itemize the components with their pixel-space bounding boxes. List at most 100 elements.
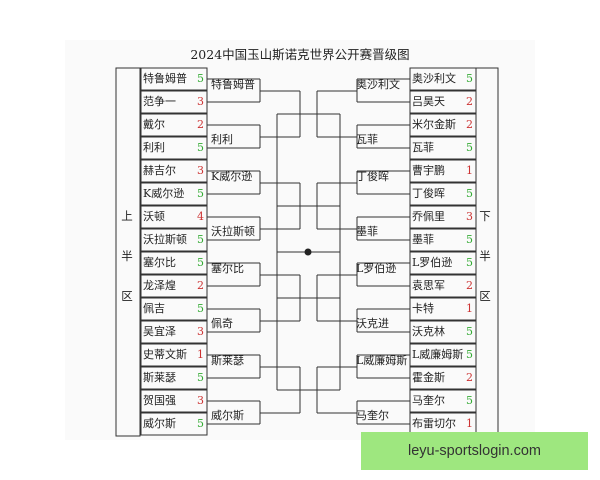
player-name: 丁俊晖 — [412, 187, 445, 200]
player-score: 1 — [466, 164, 473, 177]
player-box: 利利 5 — [141, 137, 207, 159]
player-name: 曹宇鹏 — [412, 164, 445, 177]
player-score: 5 — [197, 141, 204, 154]
upper-half-label: 上 半 区 — [120, 196, 134, 316]
player-name: 马奎尔 — [412, 394, 445, 407]
player-score: 5 — [466, 72, 473, 85]
player-name: 瓦菲 — [412, 141, 434, 154]
player-score: 5 — [197, 256, 204, 269]
upper-half-char-3: 区 — [121, 289, 133, 303]
player-score: 5 — [197, 187, 204, 200]
player-score: 3 — [197, 95, 204, 108]
round2-player: K威尔逊 — [211, 170, 253, 183]
player-score: 2 — [197, 118, 204, 131]
player-score: 2 — [466, 118, 473, 131]
round2-player: 塞尔比 — [211, 262, 244, 275]
player-score: 3 — [197, 394, 204, 407]
player-score: 5 — [197, 72, 204, 85]
player-name: 斯莱瑟 — [143, 371, 176, 384]
player-name: 威尔斯 — [143, 417, 176, 430]
player-score: 3 — [466, 210, 473, 223]
player-box: K威尔逊 5 — [141, 183, 207, 205]
player-score: 2 — [197, 279, 204, 292]
player-score: 5 — [197, 417, 204, 430]
player-name: 戴尔 — [143, 118, 165, 131]
player-box: 斯莱瑟 5 — [141, 367, 207, 389]
player-score: 5 — [466, 141, 473, 154]
lower-half-label: 下 半 区 — [478, 196, 492, 316]
upper-half-char-2: 半 — [121, 249, 133, 263]
player-name: 沃克林 — [412, 325, 445, 338]
round2-player: 瓦菲 — [356, 133, 378, 146]
player-box: 墨菲 5 — [410, 229, 476, 251]
player-score: 5 — [466, 394, 473, 407]
player-name: 塞尔比 — [143, 256, 176, 269]
upper-half-char-1: 上 — [121, 209, 133, 223]
player-score: 4 — [197, 210, 204, 223]
player-box: 龙泽煌 2 — [141, 275, 207, 297]
player-score: 2 — [466, 279, 473, 292]
player-name: 沃顿 — [143, 210, 165, 223]
round2-player: 沃克进 — [356, 317, 389, 330]
player-name: 吕昊天 — [412, 95, 445, 108]
player-score: 2 — [466, 95, 473, 108]
round2-player: 威尔斯 — [211, 409, 244, 422]
player-box: 奥沙利文 5 — [410, 68, 476, 90]
watermark-banner: leyu-sportslogin.com — [361, 432, 588, 470]
player-name: 卡特 — [412, 302, 434, 315]
round2-player: 墨菲 — [356, 225, 378, 238]
player-score: 2 — [466, 371, 473, 384]
round2-player: 斯莱瑟 — [211, 354, 244, 367]
player-box: 赫吉尔 3 — [141, 160, 207, 182]
player-name: 吴宜泽 — [143, 325, 176, 338]
round2-player: 奥沙利文 — [356, 78, 400, 91]
player-name: 墨菲 — [412, 233, 434, 246]
player-name: 乔佩里 — [412, 210, 445, 223]
player-box: 马奎尔 5 — [410, 390, 476, 412]
player-box: 霍金斯 2 — [410, 367, 476, 389]
player-box: 曹宇鹏 1 — [410, 160, 476, 182]
upper-half-frame — [115, 67, 141, 437]
round2-player: L威廉姆斯 — [356, 354, 408, 367]
lower-half-char-2: 半 — [479, 249, 491, 263]
player-box: 沃顿 4 — [141, 206, 207, 228]
player-box: 威尔斯 5 — [141, 413, 207, 435]
player-name: 特鲁姆普 — [143, 72, 187, 85]
player-name: 史蒂文斯 — [143, 348, 187, 361]
player-name: 赫吉尔 — [143, 164, 176, 177]
page-title: 2024中国玉山斯诺克世界公开赛晋级图 — [190, 47, 410, 62]
player-score: 1 — [466, 417, 473, 430]
player-name: 奥沙利文 — [412, 72, 456, 85]
player-name: 佩吉 — [143, 302, 165, 315]
player-score: 3 — [197, 164, 204, 177]
player-score: 5 — [466, 187, 473, 200]
player-box: 瓦菲 5 — [410, 137, 476, 159]
player-box: 塞尔比 5 — [141, 252, 207, 274]
player-name: 袁思军 — [412, 279, 445, 292]
player-box: 史蒂文斯 1 — [141, 344, 207, 366]
player-name: 霍金斯 — [412, 371, 445, 384]
lower-half-char-1: 下 — [479, 209, 491, 223]
player-box: 丁俊晖 5 — [410, 183, 476, 205]
round2-player: L罗伯逊 — [356, 262, 397, 275]
watermark-text: leyu-sportslogin.com — [408, 443, 541, 459]
player-score: 5 — [197, 371, 204, 384]
player-score: 1 — [197, 348, 204, 361]
player-score: 5 — [466, 256, 473, 269]
player-name: 龙泽煌 — [143, 279, 176, 292]
player-name: 利利 — [143, 141, 165, 154]
player-score: 5 — [466, 325, 473, 338]
lower-half-char-3: 区 — [479, 289, 491, 303]
player-box: 沃克林 5 — [410, 321, 476, 343]
player-score: 1 — [466, 302, 473, 315]
player-name: K威尔逊 — [143, 187, 185, 200]
player-score: 5 — [466, 233, 473, 246]
